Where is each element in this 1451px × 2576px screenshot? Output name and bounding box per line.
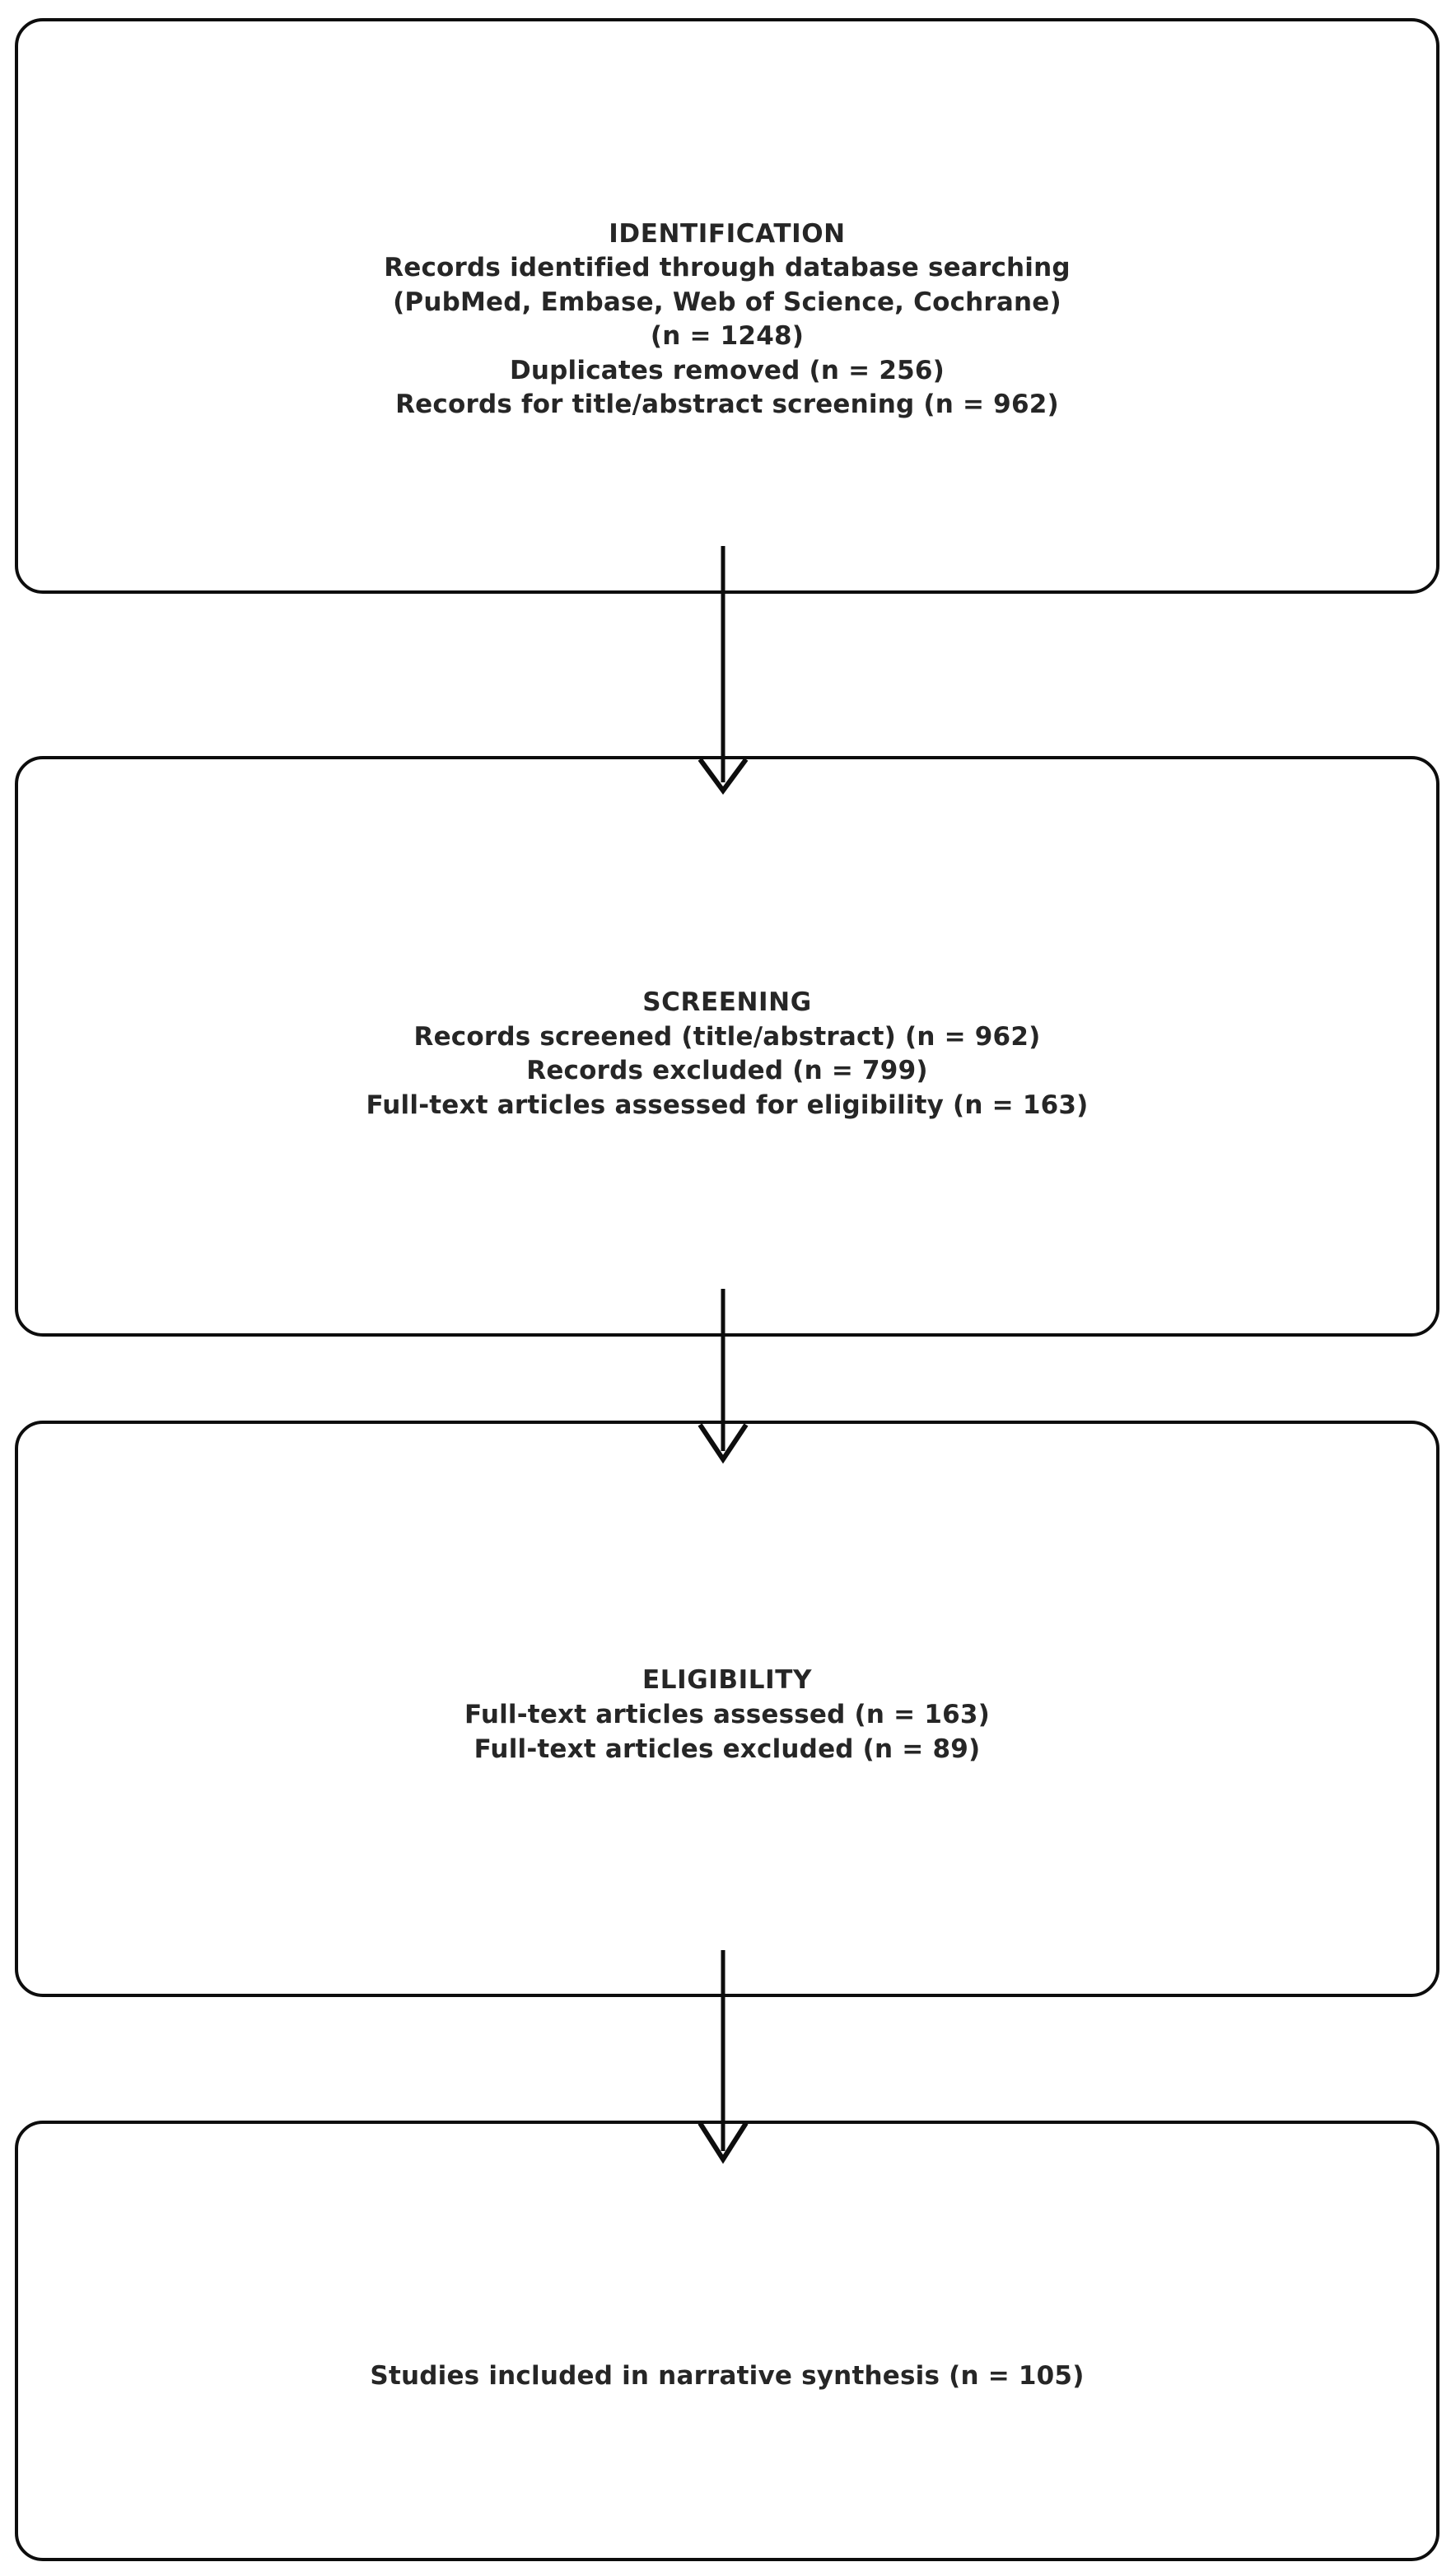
- identification-text-block: IDENTIFICATION Records identified through…: [359, 183, 1095, 422]
- screening-stage-label: SCREENING: [642, 987, 812, 1018]
- included-body-text: Studies included in narrative synthesis …: [370, 2360, 1085, 2391]
- eligibility-stage-label: ELIGIBILITY: [642, 1665, 813, 1696]
- flow-box-included[interactable]: Studies included in narrative synthesis …: [15, 2121, 1439, 2561]
- identification-stage-label: IDENTIFICATION: [609, 218, 846, 249]
- flow-box-eligibility[interactable]: ELIGIBILITY Full-text articles assessed (…: [15, 1421, 1439, 1997]
- included-text-block: Studies included in narrative synthesis …: [345, 2325, 1108, 2393]
- eligibility-text-block: ELIGIBILITY Full-text articles assessed (…: [440, 1630, 1015, 1766]
- flow-box-identification[interactable]: IDENTIFICATION Records identified through…: [15, 18, 1439, 594]
- identification-body-text: Records identified through database sear…: [384, 253, 1071, 420]
- screening-body-text: Records screened (title/abstract) (n = 9…: [366, 1021, 1089, 1120]
- eligibility-body-text: Full-text articles assessed (n = 163) Fu…: [464, 1700, 991, 1764]
